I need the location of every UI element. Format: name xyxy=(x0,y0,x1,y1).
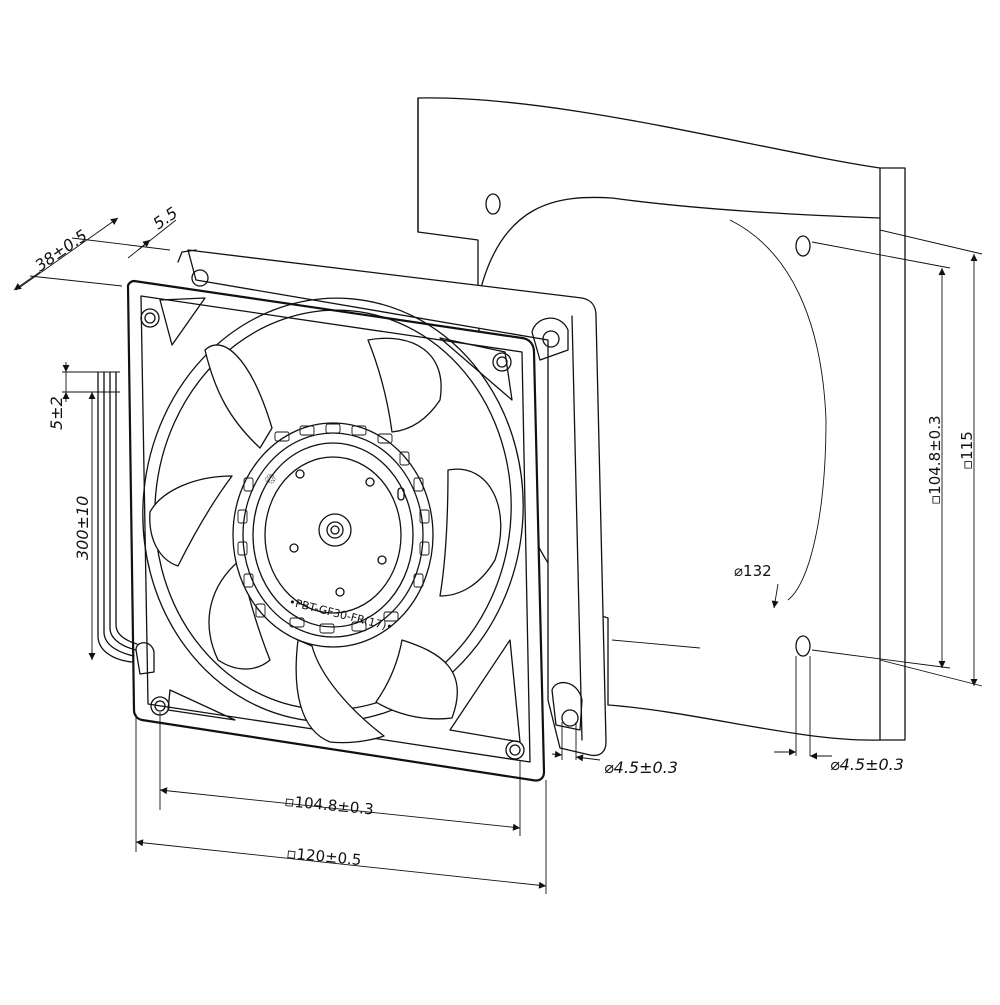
blade xyxy=(367,337,442,433)
impeller-blades xyxy=(149,337,502,744)
dim-hole-dia-front: ⌀4.5±0.3 xyxy=(604,758,678,777)
front-mount-hole-tr xyxy=(492,352,512,372)
front-mount-hole-br xyxy=(505,740,525,760)
dim-hole-pitch-front: ▫104.8±0.3 xyxy=(284,792,375,818)
front-mount-hole-tl xyxy=(140,308,160,328)
dim-hole-pitch-cutout: ▫104.8±0.3 xyxy=(926,415,944,505)
blade xyxy=(208,559,271,670)
dim-cutout-dia: ⌀132 xyxy=(734,562,772,580)
plate-hole-top-right xyxy=(795,235,811,257)
plate-hole-bottom-right xyxy=(795,635,811,657)
blade xyxy=(149,475,233,567)
blade xyxy=(295,639,385,744)
hub-tabs xyxy=(237,423,430,634)
dim-plate-size: ▫115 xyxy=(958,431,976,470)
fan-back-frame xyxy=(177,249,607,757)
recycle-symbol: ♲ xyxy=(264,472,277,488)
blade xyxy=(439,468,502,597)
lead-wires xyxy=(97,371,138,663)
back-mount-hole-br xyxy=(561,709,579,727)
dim-hole-dia-cutout: ⌀4.5±0.3 xyxy=(830,755,904,774)
hub-center xyxy=(318,513,352,547)
hub: ♲ •PBT-GF30-FR(17)• xyxy=(232,422,434,648)
dim-frame-size: ▫120±0.5 xyxy=(286,844,363,869)
plate-hole-top-left xyxy=(485,193,501,215)
blade xyxy=(375,639,458,720)
back-mount-hole-tl xyxy=(191,269,209,287)
blade xyxy=(204,344,273,449)
dim-lead-length: 300±10 xyxy=(73,496,92,560)
dim-lead-strip: 5±2 xyxy=(47,396,66,430)
dim-flange: 5.5 xyxy=(149,203,181,233)
dim-depth: 38±0.5 xyxy=(31,226,90,276)
back-mount-hole-tr xyxy=(542,330,560,348)
hub-outer-ring xyxy=(232,422,434,648)
